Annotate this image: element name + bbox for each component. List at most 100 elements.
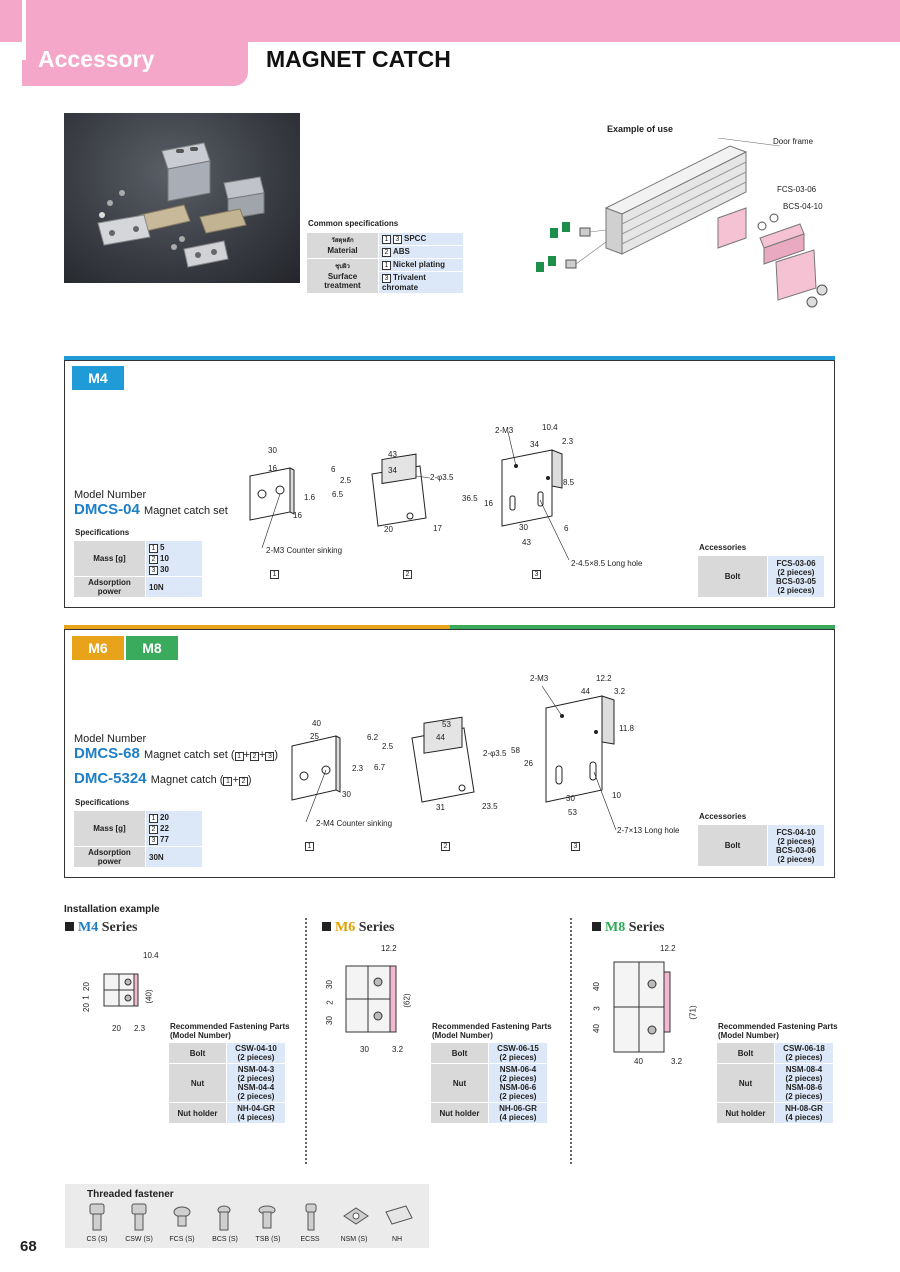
m8-install-dim: 12.2 <box>660 944 676 953</box>
m68-note-counter-sinking: 2-M4 Counter sinking <box>316 819 393 828</box>
m4-rec-holder: NH-04-GR(4 pieces) <box>226 1102 286 1124</box>
product-photo-art <box>97 142 265 268</box>
page-number: 68 <box>20 1238 37 1255</box>
m4-install-dim: 20 <box>81 982 91 991</box>
m8-badge: M8 <box>126 636 178 660</box>
m4-bolt-label: Bolt <box>697 555 768 598</box>
fastener-label: BCS (S) <box>212 1236 238 1243</box>
m6-rec-bolt-label: Bolt <box>430 1042 489 1064</box>
m8-rec-bolt-label: Bolt <box>716 1042 775 1064</box>
m4-install-dim: 2.3 <box>134 1024 146 1033</box>
m4-dim: 16 <box>268 464 277 473</box>
m68-dim: 44 <box>581 687 590 696</box>
product-photo <box>64 113 300 283</box>
m68-adsorption-label: Adsorption power <box>73 846 146 868</box>
divider <box>305 918 307 1164</box>
m6-section-rule <box>64 625 450 629</box>
m4-dim: 30 <box>268 446 277 455</box>
series-m4-heading: M4 Series <box>65 920 137 936</box>
m68-dim: 31 <box>436 803 445 812</box>
cs-screw-icon <box>89 1203 105 1231</box>
m68-dim: 30 <box>566 794 575 803</box>
m6-badge: M6 <box>72 636 124 660</box>
m8-rec-title: Recommended Fastening Parts(Model Number… <box>718 1022 838 1040</box>
m4-dim: 36.5 <box>462 494 478 503</box>
m4-rec-bolt: CSW-04-10(2 pieces) <box>226 1042 286 1064</box>
m68-dim: 53 <box>442 720 451 729</box>
header-tab-bar <box>22 0 26 60</box>
m4-badge: M4 <box>72 366 124 390</box>
m68-dim: 10 <box>612 791 621 800</box>
fastener-icons <box>89 1203 413 1231</box>
m6-rec-title: Recommended Fastening Parts(Model Number… <box>432 1022 552 1040</box>
m4-note-m3: 2-M3 <box>495 426 514 435</box>
nh-holder-icon <box>385 1205 413 1225</box>
m4-dim: 2.3 <box>562 437 574 446</box>
m8-rec-bolt: CSW-06-18(2 pieces) <box>774 1042 834 1064</box>
m4-fig-number: 3 <box>532 570 541 579</box>
m68-dim: 58 <box>511 746 520 755</box>
m4-section-rule <box>64 356 835 360</box>
m68-drawings <box>291 685 617 830</box>
example-label-bcs: BCS-04-10 <box>783 202 823 211</box>
m4-dim: 20 <box>384 525 393 534</box>
m6-rec-nut-label: Nut <box>430 1063 489 1103</box>
m4-model-number: DMCS-04 Magnet catch set <box>74 501 228 518</box>
m4-dim: 43 <box>522 538 531 547</box>
m4-accessories-table: Bolt FCS-03-06(2 pieces)BCS-03-05(2 piec… <box>697 555 825 598</box>
example-diagram <box>536 138 828 308</box>
m6-install-dim: (62) <box>402 993 412 1008</box>
m6-rec-bolt: CSW-06-15(2 pieces) <box>488 1042 548 1064</box>
fastener-label: CSW (S) <box>125 1236 153 1243</box>
m68-dim: 53 <box>568 808 577 817</box>
m68-dim: 25 <box>310 732 319 741</box>
bcs-screw-icon <box>217 1205 231 1231</box>
page-title: MAGNET CATCH <box>266 46 451 72</box>
m68-bolt-label: Bolt <box>697 824 768 867</box>
m8-install-dim: 3.2 <box>671 1057 683 1066</box>
header-tab: Accessory <box>22 0 248 86</box>
fastener-label: ECSS <box>300 1236 320 1243</box>
m68-specs-title: Specifications <box>75 798 130 807</box>
m68-dim: 23.5 <box>482 802 498 811</box>
m4-install-dim: 1 <box>81 995 91 1000</box>
m68-dim: 30 <box>342 790 351 799</box>
m68-note-m3: 2-M3 <box>530 674 549 683</box>
m68-dim: 26 <box>524 759 533 768</box>
m4-dim: 16 <box>293 511 302 520</box>
m68-fig-number: 3 <box>571 842 580 851</box>
m4-adsorption-label: Adsorption power <box>73 576 146 598</box>
m4-section <box>64 360 835 608</box>
header-tab-label: Accessory <box>38 46 155 72</box>
m68-note-phi: 2-φ3.5 <box>483 749 507 758</box>
m68-adsorption-value: 30N <box>145 846 203 868</box>
m68-fig-number: 1 <box>305 842 314 851</box>
m68-section <box>64 629 835 878</box>
m4-rec-title: Recommended Fastening Parts(Model Number… <box>170 1022 290 1040</box>
example-label-fcs: FCS-03-06 <box>777 185 817 194</box>
m68-accessories-table: Bolt FCS-04-10(2 pieces)BCS-03-06(2 piec… <box>697 824 825 867</box>
m4-install-dim: 10.4 <box>143 951 159 960</box>
m4-note-phi: 2-φ3.5 <box>430 473 454 482</box>
m4-install-dim: 20 <box>81 1003 91 1012</box>
m6-install-dim: 3.2 <box>392 1045 404 1054</box>
tsb-screw-icon <box>258 1205 276 1229</box>
m68-dim: 12.2 <box>596 674 612 683</box>
m8-rec-nut-label: Nut <box>716 1063 775 1103</box>
m68-dim: 11.8 <box>619 724 634 733</box>
m8-install-dim: (71) <box>688 1005 698 1020</box>
example-label-door-frame: Door frame <box>773 137 814 146</box>
fastener-label: TSB (S) <box>255 1236 281 1243</box>
m4-install-figure <box>103 973 139 1007</box>
m68-dim: 44 <box>436 733 445 742</box>
m8-install-dim: 3 <box>592 1006 602 1011</box>
